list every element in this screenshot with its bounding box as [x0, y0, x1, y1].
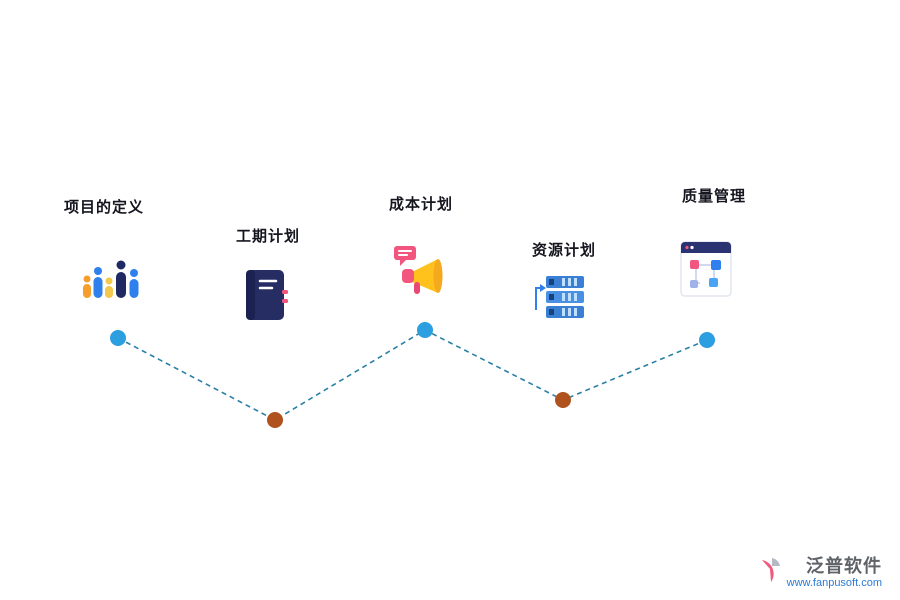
megaphone-icon	[390, 242, 452, 305]
fanpu-logo-icon	[761, 557, 781, 588]
stage-label-quality-management: 质量管理	[682, 188, 747, 205]
server-stack-icon	[528, 272, 586, 327]
brand-name: 泛普软件	[806, 556, 882, 577]
stage-label-cost-plan: 成本计划	[389, 196, 454, 213]
milestone-dot	[417, 322, 433, 338]
stage-label-schedule-plan: 工期计划	[236, 228, 301, 245]
notebook-icon	[242, 266, 290, 329]
kanban-window-icon	[678, 238, 736, 305]
milestone-dot	[699, 332, 715, 348]
brand-url-link[interactable]: www.fanpusoft.com	[786, 576, 882, 589]
milestone-dot	[267, 412, 283, 428]
stage-label-project-definition: 项目的定义	[64, 199, 145, 216]
milestone-dot	[110, 330, 126, 346]
team-bar-chart-icon	[80, 258, 144, 311]
footer-brand-block: 泛普软件 www.fanpusoft.com	[761, 556, 882, 590]
milestone-dot	[555, 392, 571, 408]
stage-label-resource-plan: 资源计划	[532, 242, 597, 259]
timeline-path	[117, 329, 708, 421]
